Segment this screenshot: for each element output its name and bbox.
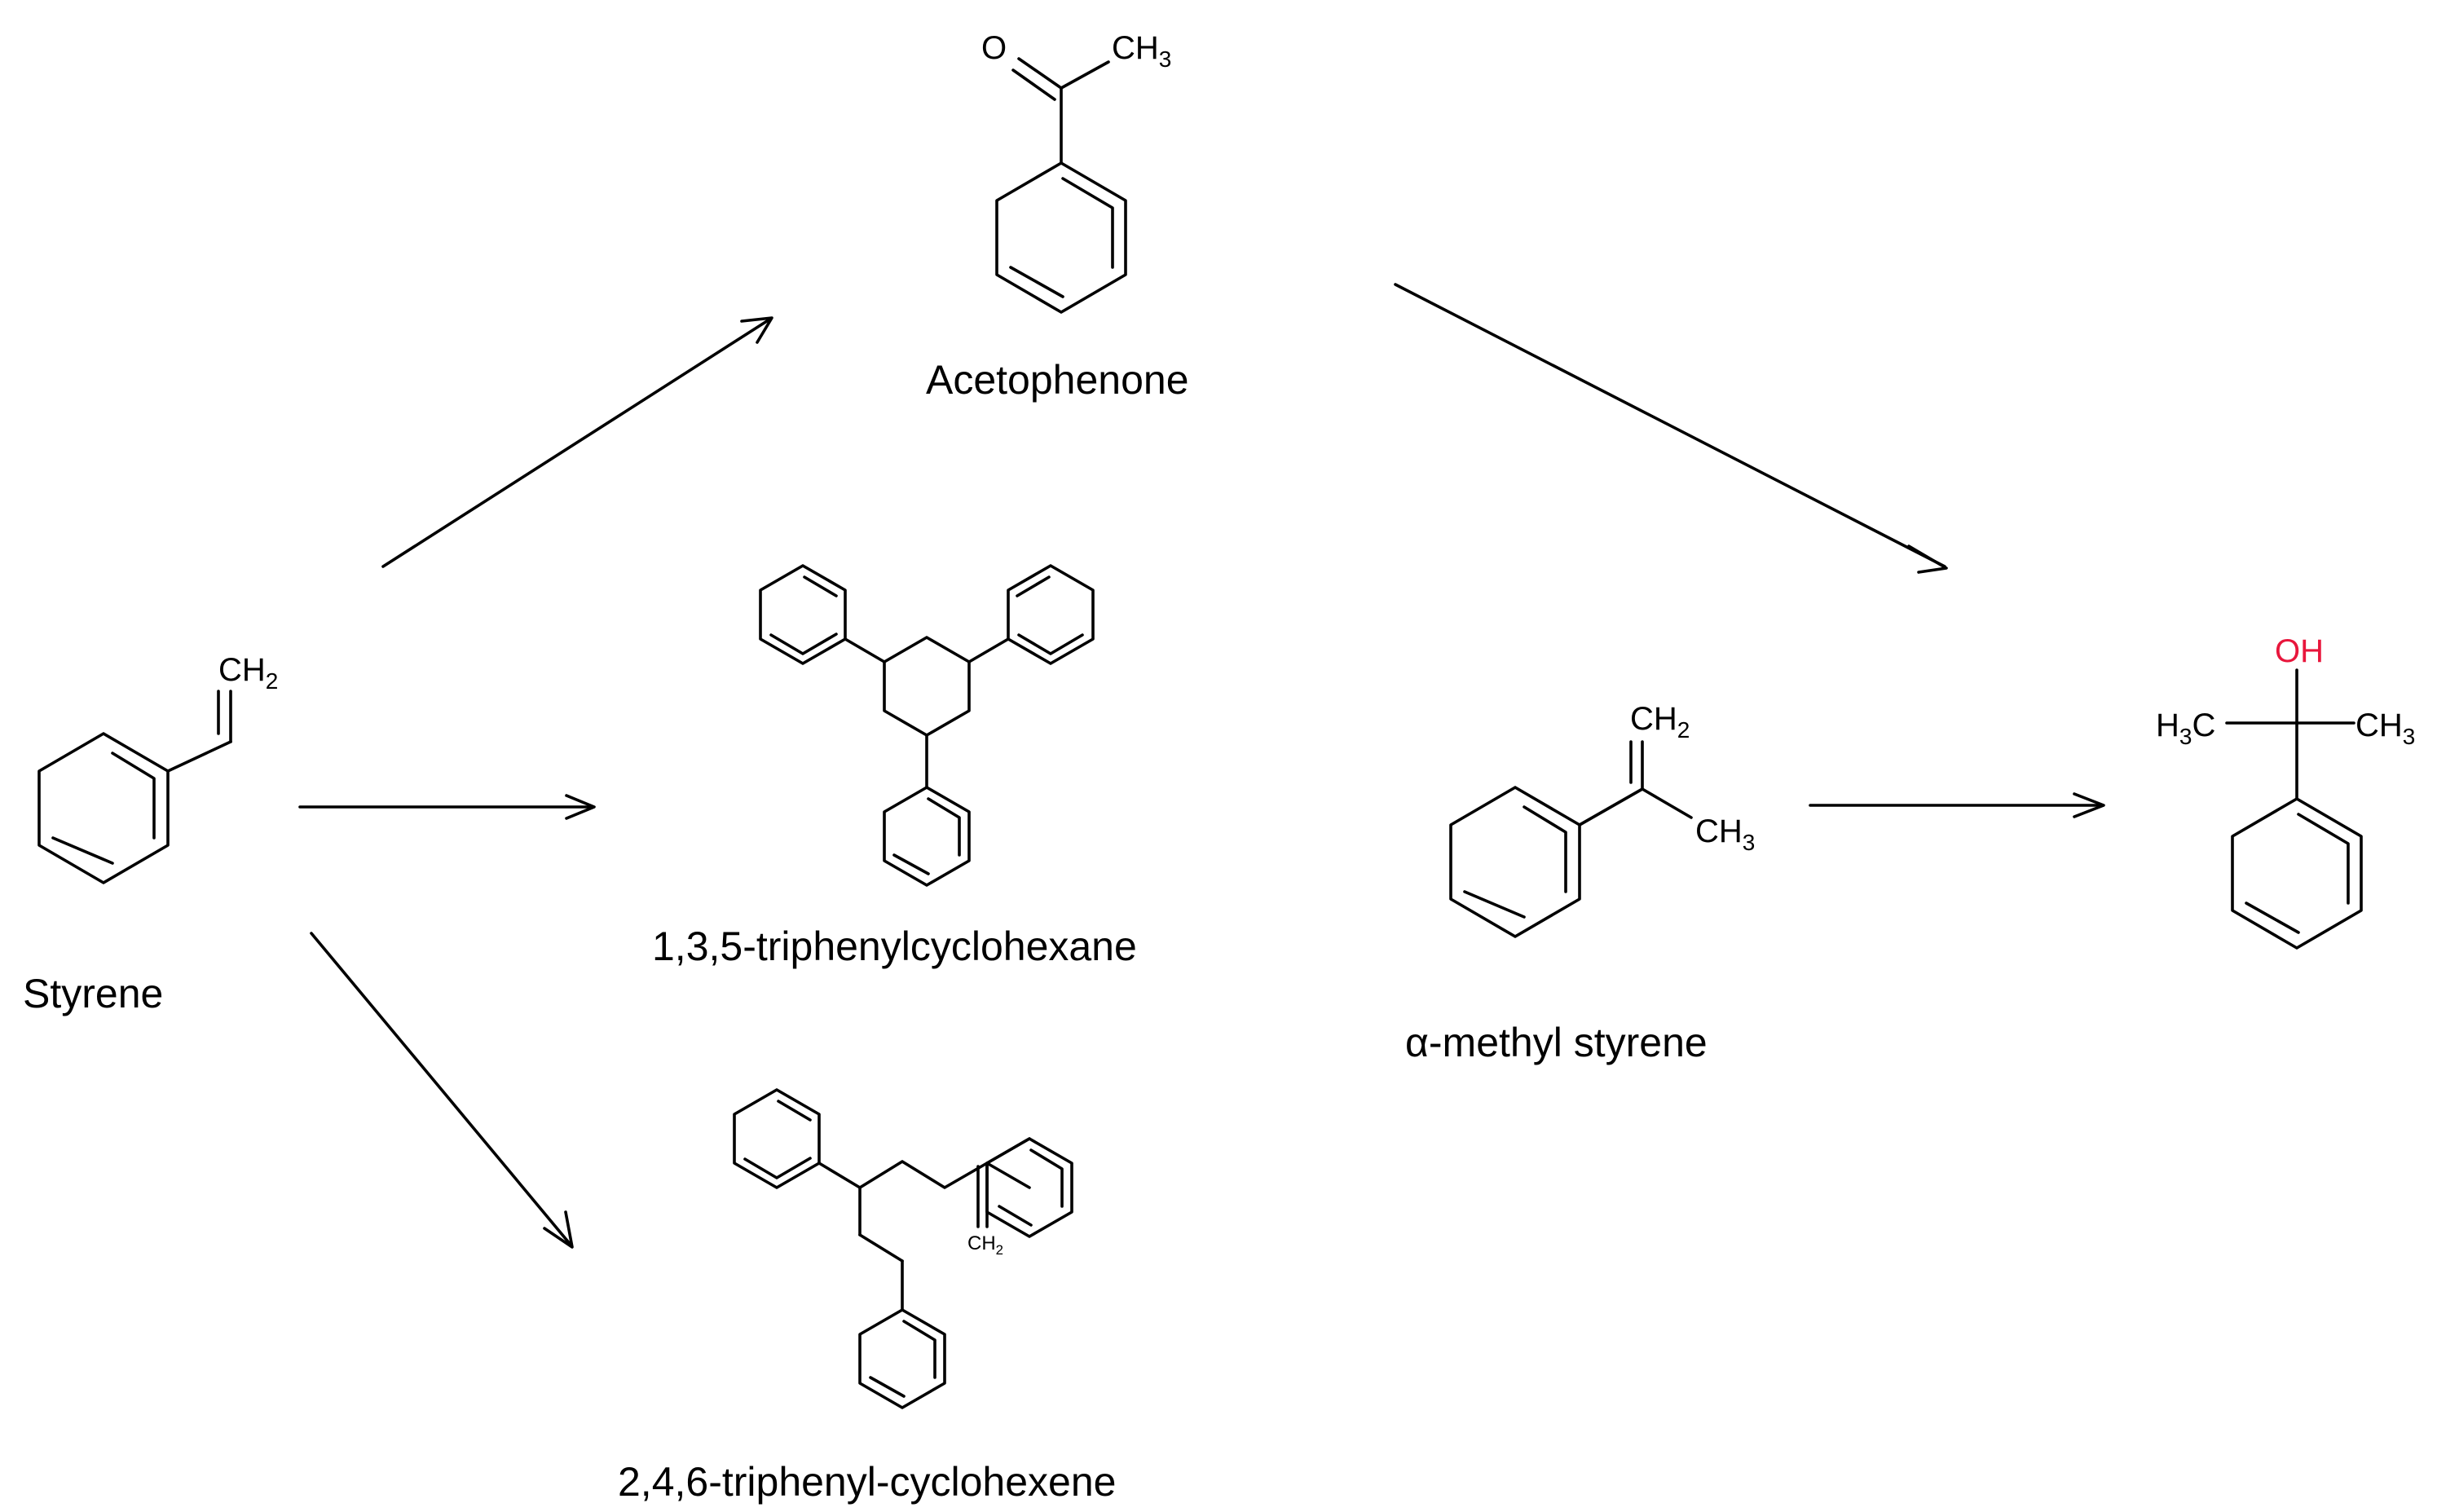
cyclohexene-ch2-label: CH2	[967, 1232, 1003, 1258]
triphenylcyclohexane-label: 1,3,5-triphenylcyclohexane	[652, 924, 1137, 969]
product-hydroxyl-label: OH	[2275, 633, 2324, 669]
styrene-ch2-label: CH2	[218, 652, 278, 694]
alpha-methyl-styrene-ch3-label: CH3	[1695, 813, 1755, 855]
triphenylcyclohexane-structure	[759, 564, 1095, 887]
arrow-styrene-to-triphenylcyclohexane	[298, 794, 596, 820]
acetophenone-label: Acetophenone	[926, 357, 1189, 403]
acetophenone-structure: O CH3	[981, 30, 1171, 314]
triphenylcyclohexene-structure: CH2	[733, 1088, 1073, 1409]
arrow-styrene-to-triphenylcyclohexene	[310, 932, 574, 1249]
styrene-structure: CH2	[37, 652, 278, 884]
arrow-alpha-methyl-styrene-to-product	[1809, 792, 2105, 818]
acetophenone-oxygen-label: O	[981, 30, 1007, 66]
alpha-methyl-styrene-ch2-label: CH2	[1630, 701, 1690, 743]
triphenylcyclohexene-label: 2,4,6-triphenyl-cyclohexene	[618, 1459, 1116, 1505]
product-ch3-label: CH3	[2355, 708, 2415, 749]
arrow-acetophenone-to-product	[1394, 283, 1948, 574]
styrene-label: Styrene	[23, 971, 163, 1016]
arrow-styrene-to-acetophenone	[381, 316, 773, 568]
acetophenone-ch3-label: CH3	[1112, 30, 1171, 72]
product-h3c-label: H3C	[2156, 708, 2215, 749]
product-structure: OH H3C CH3	[2156, 633, 2415, 950]
alpha-methyl-styrene-label: α-methyl styrene	[1405, 1020, 1708, 1065]
alpha-methyl-styrene-structure: CH2 CH3	[1449, 701, 1755, 938]
